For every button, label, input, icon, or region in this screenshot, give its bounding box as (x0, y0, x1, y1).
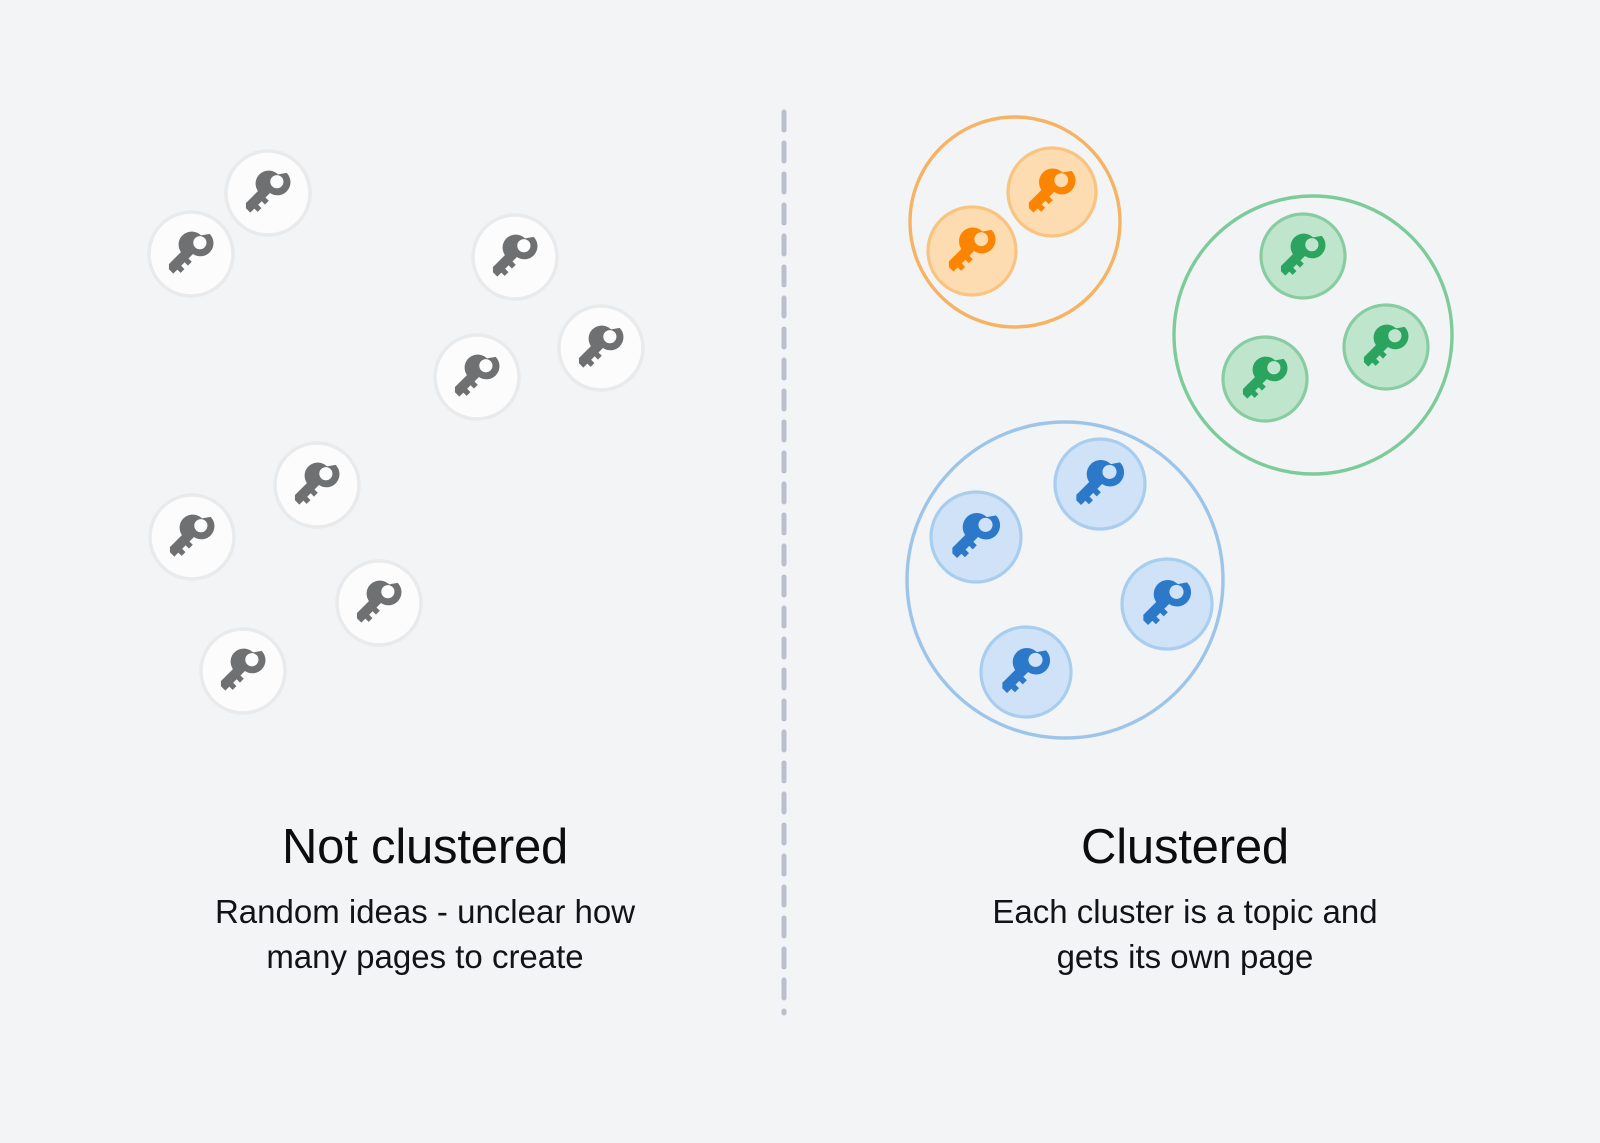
cluster-green-key-2 (1221, 335, 1309, 423)
scattered-key-7 (148, 493, 236, 581)
cluster-green-boundary (1172, 194, 1454, 476)
left-panel-caption: Not clustered Random ideas - unclear how… (60, 820, 790, 980)
left-panel-subtitle-line-2: many pages to create (266, 938, 584, 976)
cluster-blue-key-3 (1120, 557, 1214, 651)
left-panel-subtitle-line-1: Random ideas - unclear how (214, 892, 636, 930)
scattered-key-3 (471, 213, 559, 301)
cluster-orange-key-2 (926, 205, 1018, 297)
cluster-blue-boundary (905, 420, 1225, 740)
cluster-blue-key-4 (979, 625, 1073, 719)
right-panel-subtitle-line-1: Each cluster is a topic and (992, 892, 1378, 930)
right-panel-subtitle-line-2: gets its own page (1056, 938, 1314, 976)
cluster-green (1172, 194, 1454, 476)
scattered-key-5 (433, 333, 521, 421)
cluster-green-key-1 (1259, 212, 1347, 300)
cluster-green-key-3 (1342, 303, 1430, 391)
right-panel-caption: Clustered Each cluster is a topic and ge… (820, 820, 1550, 980)
left-panel-title: Not clustered (281, 820, 569, 874)
scattered-key-9 (199, 627, 287, 715)
right-panel-title: Clustered (1081, 820, 1289, 874)
scattered-key-2 (147, 210, 235, 298)
scattered-key-4 (557, 304, 645, 392)
scattered-key-8 (335, 559, 423, 647)
scattered-key-6 (273, 441, 361, 529)
not-clustered-key-group (147, 149, 645, 715)
right-panel-subtitle: Each cluster is a topic and gets its own… (820, 889, 1550, 980)
cluster-blue (905, 420, 1225, 740)
cluster-orange (908, 115, 1122, 329)
cluster-orange-boundary (908, 115, 1122, 329)
cluster-orange-key-1 (1006, 146, 1098, 238)
left-panel-subtitle: Random ideas - unclear how many pages to… (60, 889, 790, 980)
cluster-blue-key-2 (929, 490, 1023, 584)
cluster-blue-key-1 (1053, 437, 1147, 531)
clustered-key-group (905, 115, 1454, 740)
scattered-key-1 (224, 149, 312, 237)
